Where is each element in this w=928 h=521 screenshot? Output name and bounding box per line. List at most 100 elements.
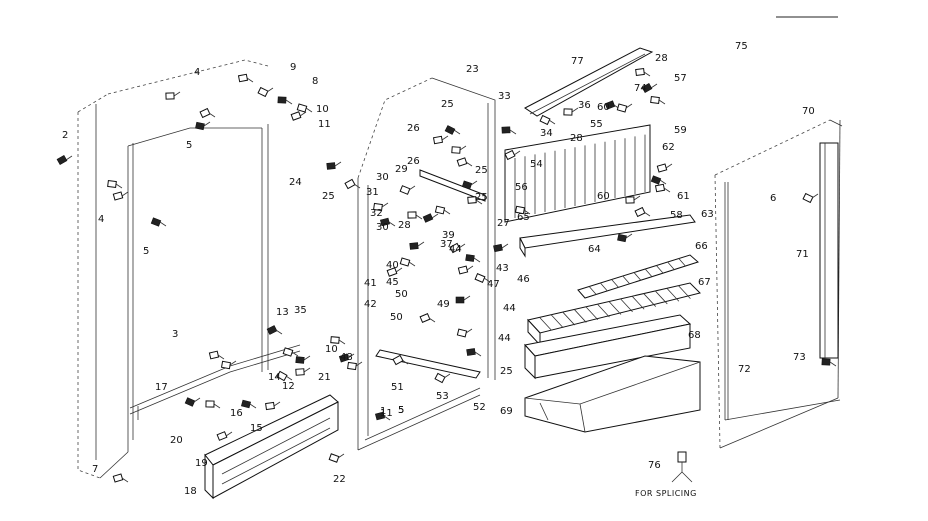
hardware-part — [455, 295, 471, 304]
callout-label-2: 2 — [62, 130, 68, 141]
hardware-part — [220, 360, 237, 370]
callout-label-44c: 44 — [498, 333, 511, 344]
callout-label-59: 59 — [674, 125, 687, 136]
hardware-part — [277, 96, 293, 105]
hardware-part — [654, 183, 671, 193]
hardware-part — [444, 125, 461, 135]
hardware-part — [457, 265, 474, 275]
callout-label-25d: 25 — [475, 192, 488, 203]
callout-label-21: 21 — [318, 372, 331, 383]
callout-label-24: 24 — [289, 177, 302, 188]
shelf-slat — [643, 293, 657, 307]
hardware-part — [184, 397, 201, 407]
shelf-slat — [585, 306, 599, 321]
shelf-slat — [620, 298, 633, 313]
callout-label-29: 29 — [395, 164, 408, 175]
hardware-part — [150, 217, 167, 227]
callout-label-7: 7 — [92, 464, 98, 475]
callout-label-47: 47 — [487, 279, 500, 290]
hardware-part — [199, 107, 216, 119]
callout-label-6: 6 — [770, 193, 776, 204]
liner-rails — [375, 169, 486, 379]
callout-label-27: 27 — [497, 218, 510, 229]
callout-label-16: 16 — [230, 408, 243, 419]
shelf-slat — [666, 288, 680, 302]
callout-label-25a: 25 — [441, 99, 454, 110]
shelf-upper-slats — [588, 258, 687, 295]
hardware-part — [295, 355, 311, 364]
callout-label-10b: 10 — [325, 344, 338, 355]
hardware-part — [493, 243, 509, 253]
splicing-note: FOR SPLICING — [635, 489, 697, 498]
hardware-part — [338, 353, 355, 363]
hardware-part — [409, 241, 425, 250]
wire-shelf-slats — [539, 285, 691, 331]
hardware-part — [467, 196, 483, 205]
storage-pan — [524, 355, 701, 433]
callout-label-34: 34 — [540, 128, 553, 139]
hardware-part — [276, 370, 293, 382]
hardware-part — [449, 242, 466, 254]
evaporator-fins — [514, 134, 646, 218]
hardware-part — [399, 185, 416, 195]
hardware-part — [265, 401, 281, 411]
hardware-part — [635, 67, 651, 77]
callout-label-23: 23 — [466, 64, 479, 75]
hardware-part — [641, 82, 658, 94]
hardware-part — [617, 233, 633, 243]
hardware-part — [456, 328, 473, 338]
shelf-lower — [524, 314, 692, 380]
hardware-part — [474, 273, 491, 283]
hardware-part — [112, 191, 129, 201]
hardware-part — [501, 126, 517, 135]
shelf-slat — [600, 282, 608, 292]
callout-label-71: 71 — [796, 249, 809, 260]
callout-label-5d: 5 — [398, 405, 404, 416]
callout-label-73: 73 — [793, 352, 806, 363]
door-gasket-bar — [819, 142, 839, 359]
callout-label-19: 19 — [195, 458, 208, 469]
callout-label-14: 14 — [268, 372, 281, 383]
hardware-part — [539, 114, 556, 126]
callout-label-17: 17 — [155, 382, 168, 393]
callout-label-26a: 26 — [407, 123, 420, 134]
shelf-slat — [573, 309, 587, 323]
callout-label-28a: 28 — [655, 53, 668, 64]
hardware-part — [266, 325, 283, 335]
callout-label-75: 75 — [735, 41, 748, 52]
callout-label-35: 35 — [294, 305, 307, 316]
callout-label-74: 74 — [634, 83, 647, 94]
hardware-part — [328, 453, 345, 463]
evaporator — [504, 124, 651, 223]
callout-label-41: 41 — [364, 278, 377, 289]
callout-label-55: 55 — [590, 119, 603, 130]
callout-label-5b: 5 — [143, 246, 149, 257]
callout-label-63: 63 — [701, 209, 714, 220]
hardware-part — [56, 154, 73, 166]
shelf-slat — [588, 286, 597, 295]
kick-plate — [204, 394, 339, 500]
callout-label-11: 11 — [318, 119, 331, 130]
callout-label-40: 40 — [386, 260, 399, 271]
hardware-part — [373, 202, 389, 212]
callout-label-10: 10 — [316, 104, 329, 115]
callout-label-5c: 5 — [398, 405, 404, 416]
hardware-part — [282, 347, 299, 357]
hardware-part — [257, 86, 274, 98]
hardware-part — [296, 103, 313, 113]
shelf-slat — [667, 261, 675, 271]
callout-label-32: 32 — [370, 208, 383, 219]
shelf-slat — [539, 317, 552, 331]
callout-label-54: 54 — [530, 159, 543, 170]
callout-label-30b: 30 — [376, 222, 389, 233]
hardware-part — [374, 411, 391, 421]
splice-connector — [671, 451, 693, 483]
callout-label-26b: 26 — [407, 156, 420, 167]
callout-label-22: 22 — [333, 474, 346, 485]
callout-label-65: 65 — [517, 212, 530, 223]
shelf-slat — [611, 279, 619, 288]
callout-label-3: 3 — [172, 329, 178, 340]
shelf-frame — [519, 214, 696, 258]
callout-label-15: 15 — [250, 423, 263, 434]
